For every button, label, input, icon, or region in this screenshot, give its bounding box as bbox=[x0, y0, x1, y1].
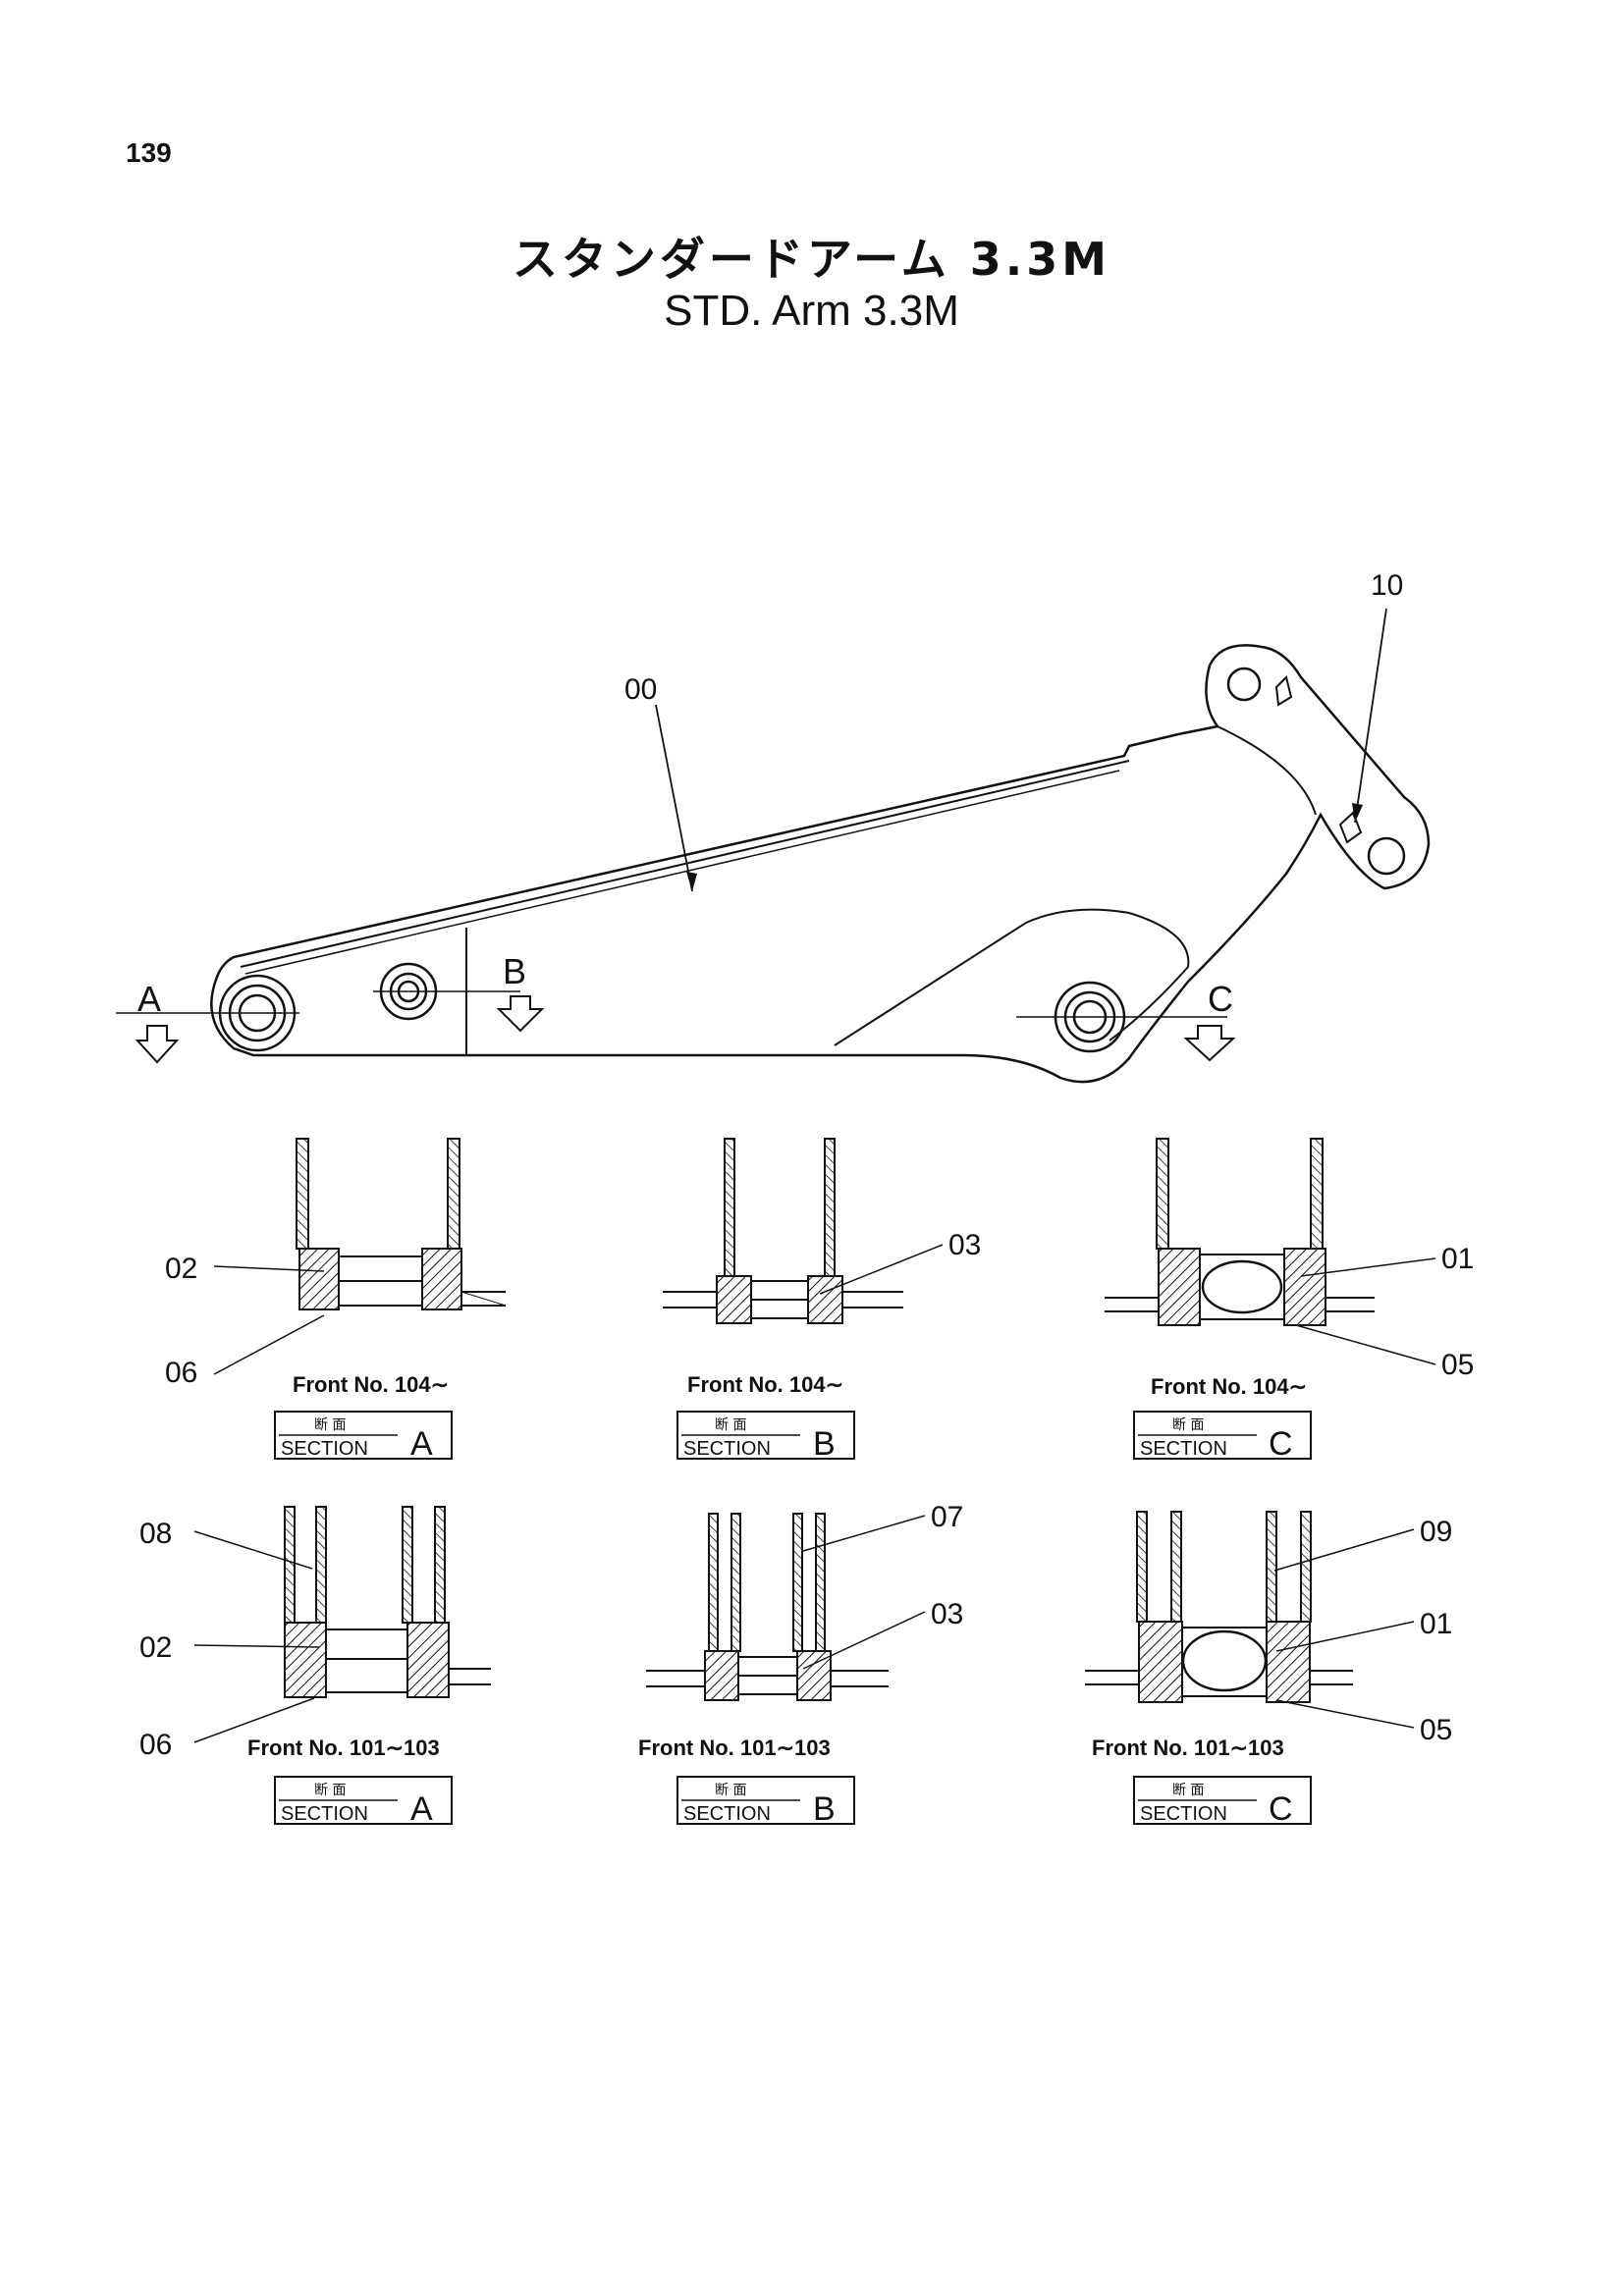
section-arrow-a bbox=[135, 1025, 180, 1064]
part-label-00: 00 bbox=[624, 673, 657, 706]
svg-text:SECTION: SECTION bbox=[1140, 1803, 1227, 1825]
section-tag-b-row2: 断 面 SECTION B bbox=[676, 1776, 855, 1828]
part-label-05-row2: 05 bbox=[1420, 1714, 1452, 1746]
part-label-01: 01 bbox=[1441, 1243, 1474, 1275]
arm-side-view bbox=[116, 608, 1431, 1084]
svg-text:C: C bbox=[1269, 1425, 1293, 1463]
section-mark-c: C bbox=[1208, 979, 1233, 1019]
svg-text:断 面: 断 面 bbox=[1172, 1783, 1204, 1798]
front-no-c-row2: Front No. 101∼103 bbox=[1092, 1735, 1284, 1760]
section-tag-c-row1: 断 面 SECTION C bbox=[1133, 1411, 1312, 1463]
svg-text:B: B bbox=[813, 1425, 836, 1463]
svg-text:SECTION: SECTION bbox=[1140, 1438, 1227, 1460]
front-no-b-row1: Front No. 104∼ bbox=[687, 1372, 843, 1397]
front-no-b-row2: Front No. 101∼103 bbox=[638, 1735, 831, 1760]
part-label-02-row2: 02 bbox=[139, 1631, 172, 1664]
section-tag-b-row1: 断 面 SECTION B bbox=[676, 1411, 855, 1463]
part-label-06-row2: 06 bbox=[139, 1729, 172, 1761]
part-label-10: 10 bbox=[1371, 569, 1403, 602]
svg-text:断 面: 断 面 bbox=[314, 1783, 346, 1798]
section-a-row2 bbox=[193, 1506, 491, 1743]
part-label-01-row2: 01 bbox=[1420, 1608, 1452, 1640]
section-a-row1 bbox=[213, 1138, 507, 1375]
svg-text:断 面: 断 面 bbox=[715, 1417, 746, 1433]
section-arrow-c bbox=[1183, 1025, 1236, 1062]
part-label-02: 02 bbox=[165, 1253, 197, 1285]
section-arrow-b bbox=[496, 995, 545, 1033]
svg-text:SECTION: SECTION bbox=[281, 1803, 368, 1825]
svg-text:断 面: 断 面 bbox=[314, 1417, 346, 1433]
part-label-03: 03 bbox=[948, 1229, 981, 1261]
front-no-a-row2: Front No. 101∼103 bbox=[247, 1735, 440, 1760]
arm-outline bbox=[210, 644, 1431, 1084]
svg-text:断 面: 断 面 bbox=[715, 1783, 746, 1798]
part-label-05: 05 bbox=[1441, 1349, 1474, 1381]
svg-text:C: C bbox=[1269, 1790, 1293, 1828]
section-tag-a-row1: 断 面 SECTION A bbox=[274, 1411, 453, 1463]
svg-text:SECTION: SECTION bbox=[683, 1438, 771, 1460]
section-b-row1 bbox=[663, 1138, 944, 1324]
front-no-c-row1: Front No. 104∼ bbox=[1151, 1374, 1307, 1399]
svg-text:断 面: 断 面 bbox=[1172, 1417, 1204, 1433]
front-no-a-row1: Front No. 104∼ bbox=[293, 1372, 449, 1397]
section-b-row2 bbox=[646, 1513, 926, 1701]
section-mark-a: A bbox=[137, 979, 161, 1019]
part-label-03-row2: 03 bbox=[931, 1598, 963, 1630]
section-c-row1 bbox=[1105, 1138, 1436, 1365]
svg-text:SECTION: SECTION bbox=[281, 1438, 368, 1460]
part-label-07: 07 bbox=[931, 1501, 963, 1533]
part-label-08: 08 bbox=[139, 1518, 172, 1550]
section-tag-c-row2: 断 面 SECTION C bbox=[1133, 1776, 1312, 1828]
svg-text:A: A bbox=[410, 1425, 433, 1463]
title-english: STD. Arm 3.3M bbox=[664, 287, 959, 335]
part-label-06: 06 bbox=[165, 1357, 197, 1389]
section-mark-b: B bbox=[503, 951, 526, 991]
svg-text:SECTION: SECTION bbox=[683, 1803, 771, 1825]
svg-text:B: B bbox=[813, 1790, 836, 1828]
svg-text:A: A bbox=[410, 1790, 433, 1828]
section-c-row2 bbox=[1085, 1511, 1415, 1729]
section-tag-a-row2: 断 面 SECTION A bbox=[274, 1776, 453, 1828]
part-label-09: 09 bbox=[1420, 1516, 1452, 1548]
page-number: 139 bbox=[126, 137, 172, 168]
title-japanese: スタンダードアーム 3.3M bbox=[512, 233, 1111, 286]
